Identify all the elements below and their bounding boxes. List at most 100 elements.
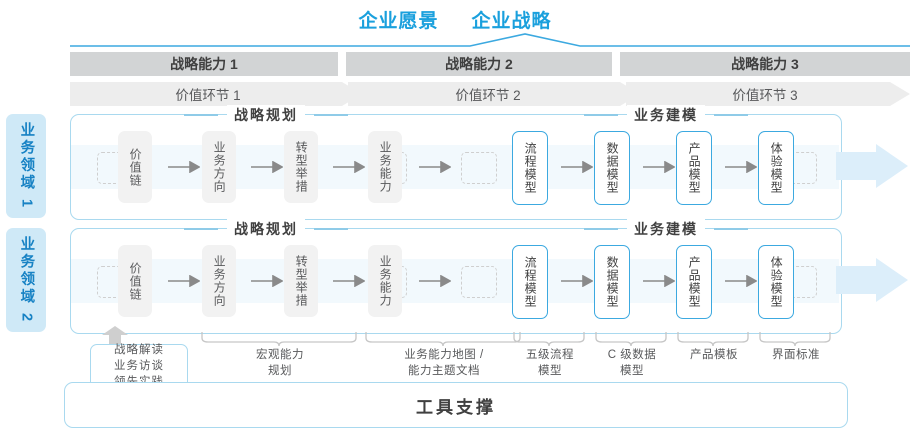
node-business-capability[interactable]: 业务能力 [368,245,402,317]
sidebar-item-domain-1[interactable]: 业务领域 1 [6,114,46,218]
node-transformation-measures[interactable]: 转型举措 [284,245,318,317]
capability-bar-1-label: 战略能力 1 [170,56,238,72]
bracket-data-model-icon [595,332,667,347]
placeholder-slot [461,152,497,184]
flow-arrow-right-1-icon [836,144,908,188]
section-line-left-icon [184,228,218,230]
sidebar-item-domain-2[interactable]: 业务领域 2 [6,228,46,332]
callout-line: 能力主题文档 [408,364,480,377]
callout-line: 规划 [268,364,292,377]
section-line-right-icon [714,228,748,230]
node-business-direction[interactable]: 业务方向 [202,245,236,317]
section-header-planning-1: 战略规划 [161,105,371,125]
node-process-model[interactable]: 流程模型 [512,245,548,319]
section-title-modeling-2: 业务建模 [627,219,705,239]
bracket-macro-capability-icon [201,332,357,347]
arrow-right-icon [561,161,593,173]
value-bar-1[interactable]: 价值环节 1 [70,82,346,106]
callout-line: 业务能力地图 / [404,349,484,361]
value-bar-3[interactable]: 价值环节 3 [630,82,900,106]
callout-line: 产品模板 [690,349,738,361]
node-business-direction[interactable]: 业务方向 [202,131,236,203]
arrow-right-icon [643,161,675,173]
value-bar-1-label: 价值环节 1 [175,88,241,103]
value-chain-bars: 价值环节 1 价值环节 2 价值环节 3 [70,82,910,106]
section-line-right-icon [314,114,348,116]
value-bar-2[interactable]: 价值环节 2 [352,82,624,106]
node-experience-model[interactable]: 体验模型 [758,245,794,319]
callout-capability-map: 业务能力地图 / 能力主题文档 [368,348,520,380]
callout-line: 战略解读 [114,344,164,357]
bracket-ui-standard-icon [759,332,831,347]
peak-divider-icon [70,33,910,47]
arrow-right-icon [251,275,283,287]
arrow-right-icon [333,275,365,287]
page-title: 企业愿景 企业战略 [0,6,910,33]
bracket-capability-map-icon [365,332,521,347]
callout-five-level-process-model: 五级流程 模型 [510,348,590,380]
node-product-model[interactable]: 产品模型 [676,131,712,205]
callout-macro-capability: 宏观能力 规划 [214,348,346,380]
arrow-right-icon [561,275,593,287]
arrow-right-icon [251,161,283,173]
section-header-modeling-2: 业务建模 [561,219,771,239]
section-line-right-icon [314,228,348,230]
node-business-capability[interactable]: 业务能力 [368,131,402,203]
callout-line: 界面标准 [772,349,820,361]
section-line-right-icon [714,114,748,116]
placeholder-slot [461,266,497,298]
callout-line: C 级数据 [607,349,657,361]
node-process-model[interactable]: 流程模型 [512,131,548,205]
arrow-right-icon [725,161,757,173]
node-value-chain[interactable]: 价值链 [118,131,152,203]
section-title-planning-1: 战略规划 [227,105,305,125]
bracket-process-model-icon [513,332,585,347]
callout-line: 宏观能力 [256,349,304,361]
node-experience-model[interactable]: 体验模型 [758,131,794,205]
callout-line: 模型 [538,364,562,377]
arrow-right-icon [419,161,451,173]
flow-arrow-right-2-icon [836,258,908,302]
sidebar-item-domain-1-label: 业务领域 1 [18,121,35,211]
arrow-right-icon [168,161,200,173]
node-transformation-measures[interactable]: 转型举措 [284,131,318,203]
section-line-left-icon [584,228,618,230]
arrow-right-icon [643,275,675,287]
section-header-modeling-1: 业务建模 [561,105,771,125]
tool-support-card: 工具支撑 [64,382,848,428]
node-data-model[interactable]: 数据模型 [594,131,630,205]
capability-bar-2-label: 战略能力 2 [445,56,513,72]
sidebar-item-domain-2-label: 业务领域 2 [18,235,35,325]
callout-line: 业务访谈 [114,360,164,373]
section-header-planning-2: 战略规划 [161,219,371,239]
title-vision: 企业愿景 [358,11,439,32]
bracket-product-template-icon [677,332,749,347]
title-strategy: 企业战略 [471,11,552,32]
section-line-left-icon [184,114,218,116]
arrow-right-icon [168,275,200,287]
capability-bar-2[interactable]: 战略能力 2 [346,52,612,76]
capability-bar-3[interactable]: 战略能力 3 [620,52,910,76]
capability-bar-3-label: 战略能力 3 [731,56,799,72]
callout-line: 五级流程 [526,349,574,361]
callout-product-template: 产品模板 [674,348,754,364]
tool-support-label: 工具支撑 [416,397,496,417]
arrow-up-icon [102,326,128,348]
arrow-right-icon [725,275,757,287]
callout-line: 模型 [620,364,644,377]
node-value-chain[interactable]: 价值链 [118,245,152,317]
section-title-planning-2: 战略规划 [227,219,305,239]
node-data-model[interactable]: 数据模型 [594,245,630,319]
arrow-right-icon [333,161,365,173]
value-bar-3-label: 价值环节 3 [732,88,798,103]
domain-row-2: 战略规划 业务建模 价值链 业务方向 [70,219,842,334]
capability-bar-1[interactable]: 战略能力 1 [70,52,338,76]
callout-c-level-data-model: C 级数据 模型 [592,348,672,380]
node-product-model[interactable]: 产品模型 [676,245,712,319]
callout-ui-standard: 界面标准 [756,348,836,364]
section-line-left-icon [584,114,618,116]
arrow-right-icon [419,275,451,287]
value-bar-2-label: 价值环节 2 [455,88,521,103]
section-title-modeling-1: 业务建模 [627,105,705,125]
